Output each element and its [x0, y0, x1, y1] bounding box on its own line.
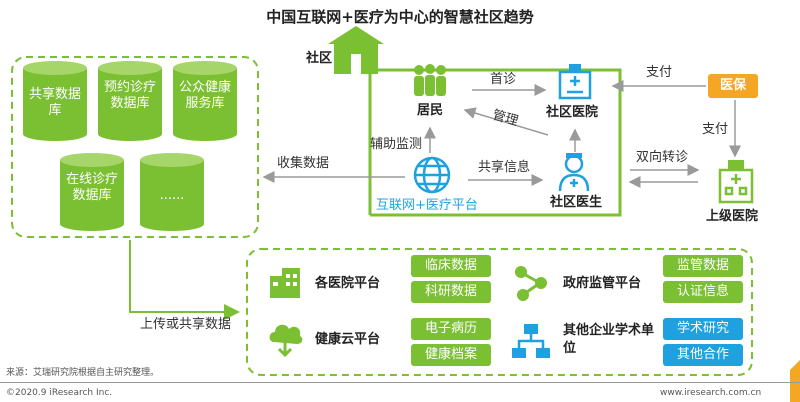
insurance-badge: 医保 [708, 74, 758, 98]
page-corner [790, 360, 800, 402]
source-note: 来源：艾瑞研究院根据自主研究整理。 [6, 368, 160, 378]
hospital-building-icon [558, 64, 592, 100]
cylinder-public-health-db [173, 61, 237, 141]
arrow-label-collect-data: 收集数据 [277, 156, 330, 171]
arrow-label-assist-monitor: 辅助监测 [370, 137, 423, 152]
hierarchy-icon [512, 324, 550, 358]
residents-icon [414, 64, 446, 96]
cylinder-online-db [60, 153, 124, 231]
hospital-platform-label: 各医院平台 [315, 276, 381, 291]
superior-hospital-icon [718, 160, 754, 204]
copyright: ©2020.9 iResearch Inc. [6, 388, 113, 398]
tag-emr: 电子病历 [411, 318, 491, 340]
database-group-box [11, 56, 259, 238]
page-title: 中国互联网+医疗为中心的智慧社区趋势 [266, 8, 534, 26]
community-label: 社区 [306, 51, 333, 66]
tag-academic-research: 学术研究 [663, 318, 743, 340]
database-cylinders [23, 61, 237, 231]
tag-clinical-data: 临床数据 [411, 255, 491, 277]
tag-certification-info: 认证信息 [663, 281, 743, 303]
arrow-label-pay-1: 支付 [646, 65, 673, 80]
platform-label: 互联网+医疗平台 [376, 198, 478, 213]
partners-box [246, 248, 753, 376]
website-link[interactable]: www.iresearch.com.cn [660, 388, 762, 398]
globe-icon [413, 156, 451, 194]
db-online-label: 在线诊疗数据库 [65, 172, 118, 204]
tag-health-record: 健康档案 [411, 344, 491, 366]
superior-hospital-label: 上级医院 [706, 209, 759, 224]
tag-other-cooperation: 其他合作 [663, 344, 743, 366]
tag-research-data: 科研数据 [411, 281, 491, 303]
db-more-label: ...... [159, 188, 185, 203]
community-doctor-label: 社区医生 [550, 195, 603, 210]
arrow-label-two-way-referral: 双向转诊 [636, 150, 689, 165]
doctor-icon [558, 153, 590, 192]
db-appointment-label: 预约诊疗数据库 [103, 80, 156, 112]
cylinder-appointment-db [98, 61, 162, 141]
hospital-platform-icon [270, 268, 300, 298]
footer-divider [0, 382, 800, 383]
community-hospital-label: 社区医院 [546, 105, 599, 120]
cylinder-shared-db [23, 61, 87, 141]
db-shared-label: 共享数据库 [28, 87, 81, 119]
health-cloud-label: 健康云平台 [315, 332, 381, 347]
resident-label: 居民 [417, 103, 444, 118]
db-public-health-label: 公众健康服务库 [178, 80, 231, 112]
other-units-label: 其他企业学术单位 [563, 323, 655, 356]
health-cloud-icon [269, 324, 303, 358]
gov-platform-label: 政府监管平台 [563, 276, 642, 291]
arrow-label-share-info: 共享信息 [478, 160, 531, 175]
tag-regulation-data: 监管数据 [663, 255, 743, 277]
network-nodes-icon [515, 266, 547, 301]
arrow-label-first-visit: 首诊 [490, 72, 517, 87]
house-icon [328, 26, 384, 74]
arrow-label-upload-share: 上传或共享数据 [140, 317, 232, 332]
cylinder-more-db [140, 153, 204, 231]
arrow-label-pay-2: 支付 [702, 122, 729, 137]
